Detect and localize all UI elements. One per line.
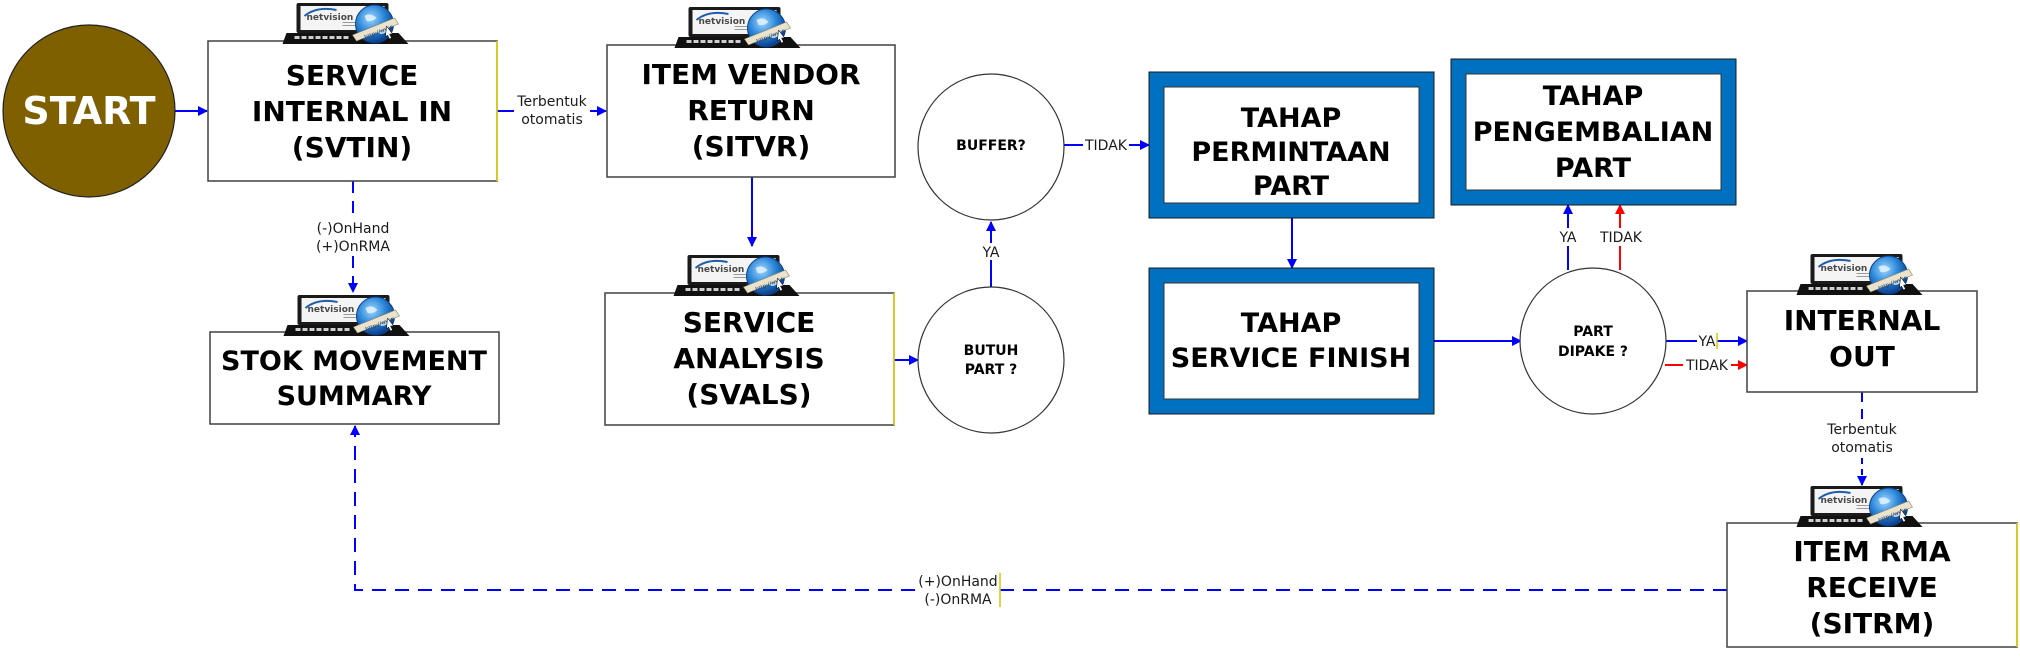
sitvr-line-3: (SITVR) [692,130,811,163]
stage-pengembalian-part[interactable]: TAHAP PENGEMBALIAN PART [1450,58,1737,206]
sitvr-line-2: RETURN [687,94,815,127]
svtin-line-1: SERVICE [286,59,419,92]
node-sitrm[interactable]: ITEM RMA RECEIVE (SITRM) [1726,485,2018,648]
svals-line-2: ANALYSIS [673,342,824,375]
node-svals[interactable]: SERVICE ANALYSIS (SVALS) [604,254,895,426]
pengembalian-line-3: PART [1555,153,1632,184]
label-butuh-buffer: YA [981,245,999,261]
stok-line-2: SUMMARY [277,381,432,412]
decision-butuh-part[interactable]: BUTUH PART ? [917,286,1065,434]
label-dipake-out-tidak: TIDAK [1685,358,1729,374]
sitvr-line-1: ITEM VENDOR [641,58,860,91]
label-svtin-stok-2: (+)OnRMA [316,239,390,255]
permintaan-line-2: PERMINTAAN [1191,137,1390,168]
svals-line-3: (SVALS) [686,378,811,411]
label-svtin-sitvr-1: Terbentuk [516,94,587,110]
label-sitrm-stok-2: (-)OnRMA [924,592,992,608]
finish-inner [1163,282,1420,400]
permintaan-inner [1163,86,1420,204]
node-sitvr[interactable]: ITEM VENDOR RETURN (SITVR) [606,6,896,178]
svtin-box [207,40,498,182]
label-dipake-pengembalian-tidak: TIDAK [1599,230,1643,246]
sitvr-box [606,44,896,178]
internal-out-line-2: OUT [1829,340,1895,373]
netvision-laptop-icon [282,2,410,46]
label-out-sitrm-2: otomatis [1831,440,1893,456]
pengembalian-line-2: PENGEMBALIAN [1473,117,1714,148]
finish-line-1: TAHAP [1241,308,1342,339]
dipake-line-1: PART [1573,324,1613,340]
pengembalian-line-1: TAHAP [1543,81,1644,112]
netvision-laptop-icon [1796,253,1924,297]
permintaan-line-1: TAHAP [1241,103,1342,134]
internal-out-line-1: INTERNAL [1784,304,1941,337]
node-svtin[interactable]: SERVICE INTERNAL IN (SVTIN) [207,2,498,182]
netvision-laptop-icon [1796,485,1924,529]
butuh-circle [917,286,1065,434]
stage-permintaan-part[interactable]: TAHAP PERMINTAAN PART [1148,71,1435,219]
edge-labels: Terbentuk otomatis (-)OnHand (+)OnRMA YA… [316,94,1898,608]
label-svtin-sitvr-2: otomatis [521,112,583,128]
edges [175,106,1867,607]
svtin-line-2: INTERNAL IN [252,95,452,128]
netvision-laptop-icon [283,294,411,338]
label-svtin-stok-1: (-)OnHand [317,221,390,237]
sitrm-line-3: (SITRM) [1810,607,1935,640]
stok-line-1: STOK MOVEMENT [221,346,487,377]
internal-out-box [1746,290,1978,393]
start-node[interactable]: START [2,24,176,198]
sitrm-box [1726,522,2018,648]
dipake-circle [1519,267,1667,415]
start-circle [2,24,176,198]
netvision-laptop-icon [674,6,802,50]
node-internal-out[interactable]: INTERNAL OUT [1746,253,1978,393]
dipake-line-2: DIPAKE ? [1558,344,1628,360]
buffer-label: BUFFER? [956,138,1026,154]
decision-buffer[interactable]: BUFFER? [917,73,1065,221]
netvision-laptop-icon [673,254,801,298]
label-buffer-permintaan: TIDAK [1084,138,1128,154]
node-stok[interactable]: STOK MOVEMENT SUMMARY [209,294,500,425]
svals-box [604,292,895,426]
edge-sitrm-stok-b [350,425,915,591]
label-dipake-pengembalian-ya: YA [1558,230,1576,246]
sitrm-line-1: ITEM RMA [1793,535,1951,568]
buffer-circle [917,73,1065,221]
finish-line-2: SERVICE FINISH [1171,343,1411,374]
decision-part-dipake[interactable]: PART DIPAKE ? [1519,267,1667,415]
start-label: START [22,89,155,133]
butuh-line-2: PART ? [965,362,1018,378]
stage-service-finish[interactable]: TAHAP SERVICE FINISH [1148,267,1435,415]
stok-box [209,331,500,425]
butuh-line-1: BUTUH [964,343,1019,359]
svals-line-1: SERVICE [683,306,816,339]
permintaan-line-3: PART [1253,171,1330,202]
svtin-line-3: (SVTIN) [292,131,412,164]
label-dipake-out-ya: YA [1697,334,1715,350]
sitrm-line-2: RECEIVE [1806,571,1938,604]
pengembalian-inner [1465,73,1722,191]
label-sitrm-stok-1: (+)OnHand [918,574,997,590]
label-out-sitrm-1: Terbentuk [1826,422,1897,438]
